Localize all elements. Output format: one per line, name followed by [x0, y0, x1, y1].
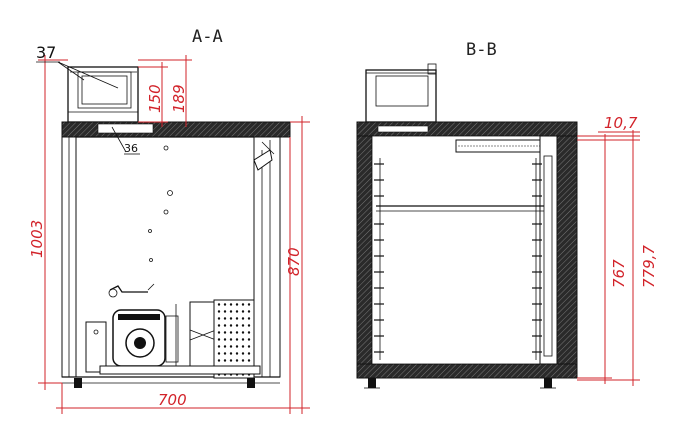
view-a-a: A-A	[28, 27, 310, 414]
feet-b	[364, 378, 556, 389]
dim-1003: 1003	[28, 220, 46, 258]
compressor-unit	[85, 283, 261, 379]
view-a-a-title: A-A	[192, 27, 223, 47]
dim-700: 700	[158, 391, 187, 409]
dim-150: 150	[146, 84, 164, 113]
callout-leaders	[36, 61, 140, 155]
view-b-b-title: B-B	[466, 40, 497, 60]
view-b-b: B-B	[356, 40, 658, 389]
top-pan	[67, 66, 139, 123]
feet-a	[74, 378, 255, 388]
dim-189: 189	[170, 84, 188, 113]
dims-a	[38, 55, 310, 414]
dim-779-7: 779,7	[640, 245, 658, 288]
mounting-holes	[148, 145, 173, 262]
worktop	[61, 121, 291, 138]
top-pan-b	[365, 63, 437, 123]
dim-767: 767	[610, 259, 628, 288]
callout-37: 37	[36, 43, 56, 62]
dim-10-7: 10,7	[604, 114, 638, 132]
shelves	[374, 158, 544, 360]
cabinet-body-a	[61, 136, 281, 384]
callout-36: 36	[124, 142, 138, 155]
dim-870: 870	[285, 247, 303, 276]
cabinet-shell-b	[356, 121, 578, 379]
dims-b	[577, 130, 640, 386]
